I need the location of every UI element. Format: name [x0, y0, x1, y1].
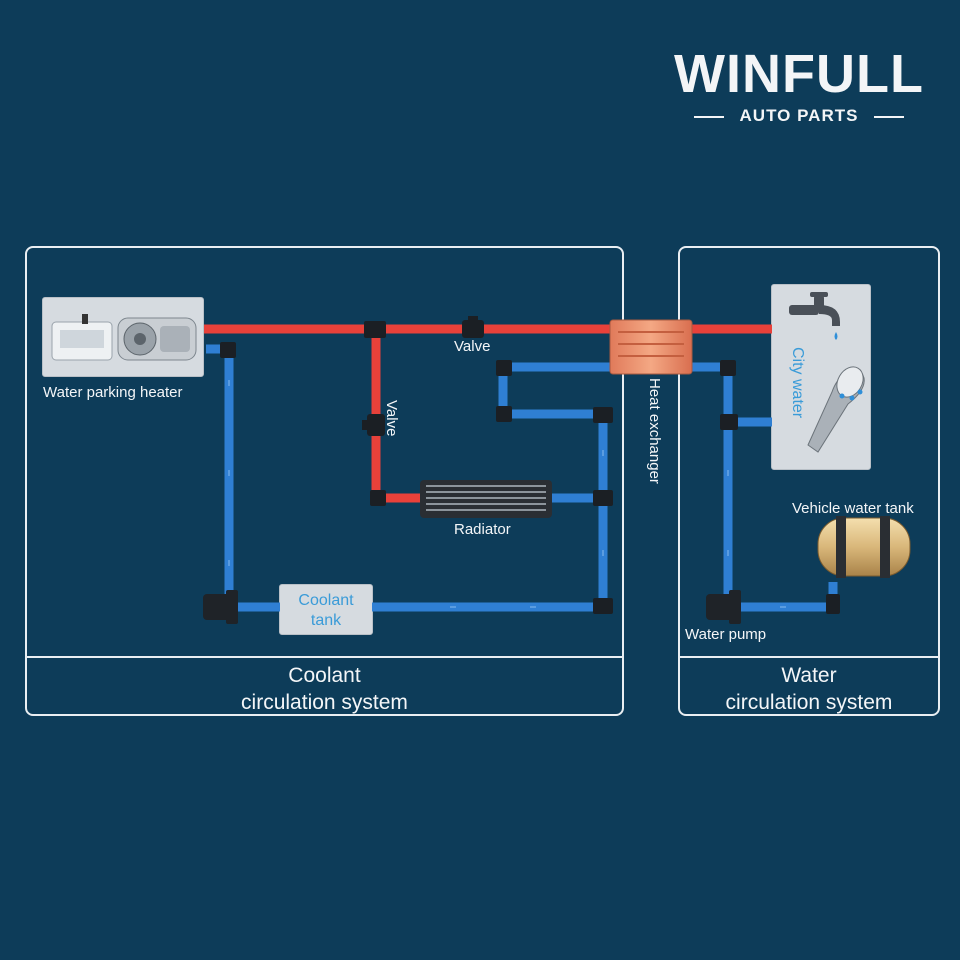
pipe-junction-icon — [593, 598, 613, 614]
cold-pipe-tank-feed — [740, 582, 838, 612]
panel-divider — [27, 656, 622, 658]
heater-unit-icon — [51, 314, 197, 361]
heat-exchanger-icon — [609, 319, 693, 375]
cold-pipe-heater-return — [206, 344, 236, 611]
pipe-junction-icon — [593, 490, 613, 506]
water-system-panel: Water circulation system — [678, 246, 940, 716]
heat-exchanger-label: Heat exchanger — [646, 378, 663, 484]
brand-logo: WINFULL AUTO PARTS — [668, 44, 930, 130]
pipe-junction-icon — [720, 414, 738, 430]
panel-divider — [680, 656, 938, 658]
pipe-junction-icon — [496, 360, 512, 376]
radiator-label: Radiator — [454, 521, 511, 538]
valve-icon — [362, 414, 385, 436]
coolant-tank-label-line1: Coolant — [298, 592, 354, 609]
coolant-title-line2: circulation system — [241, 691, 408, 714]
coolant-panel-title: Coolant circulation system — [27, 662, 622, 716]
valve-icon — [462, 316, 484, 338]
radiator-icon — [420, 480, 552, 518]
pipe-junction-icon — [826, 594, 840, 614]
faucet-icon — [789, 292, 840, 340]
pipe-junction-icon — [496, 406, 512, 422]
pipe-junction-icon — [220, 342, 236, 358]
valve-top-label: Valve — [454, 338, 491, 355]
logo-rule-right — [874, 116, 904, 118]
logo-wordmark: WINFULL — [674, 44, 924, 104]
pump-icon — [203, 590, 238, 624]
pipe-junction-icon — [593, 407, 613, 423]
logo-subtitle: AUTO PARTS — [739, 106, 859, 125]
logo-rule-left — [694, 116, 724, 118]
pipe-junction-icon — [364, 321, 386, 338]
shower-head-icon — [807, 366, 865, 453]
water-title-line1: Water — [781, 664, 837, 687]
water-pump-label: Water pump — [685, 626, 767, 643]
water-title-line2: circulation system — [725, 691, 893, 714]
cold-pipe-exchanger-loop — [498, 362, 612, 419]
coolant-title-line1: Coolant — [288, 664, 361, 687]
coolant-tank: Coolant tank — [279, 584, 373, 635]
coolant-system-panel: Coolant circulation system — [25, 246, 624, 716]
pipe-junction-icon — [370, 490, 386, 506]
coolant-tank-label-line2: tank — [310, 612, 342, 629]
pump-icon — [706, 590, 741, 624]
cold-pipe-water-left — [690, 362, 733, 606]
vehicle-water-tank-label: Vehicle water tank — [792, 500, 914, 517]
pipe-junctions — [220, 321, 840, 614]
heater-label: Water parking heater — [43, 384, 183, 401]
water-panel-title: Water circulation system — [680, 662, 938, 716]
cold-pipes — [206, 344, 838, 612]
valve-side-label: Valve — [383, 400, 400, 437]
water-tank-icon — [817, 516, 911, 578]
pipe-junction-icon — [720, 360, 736, 376]
